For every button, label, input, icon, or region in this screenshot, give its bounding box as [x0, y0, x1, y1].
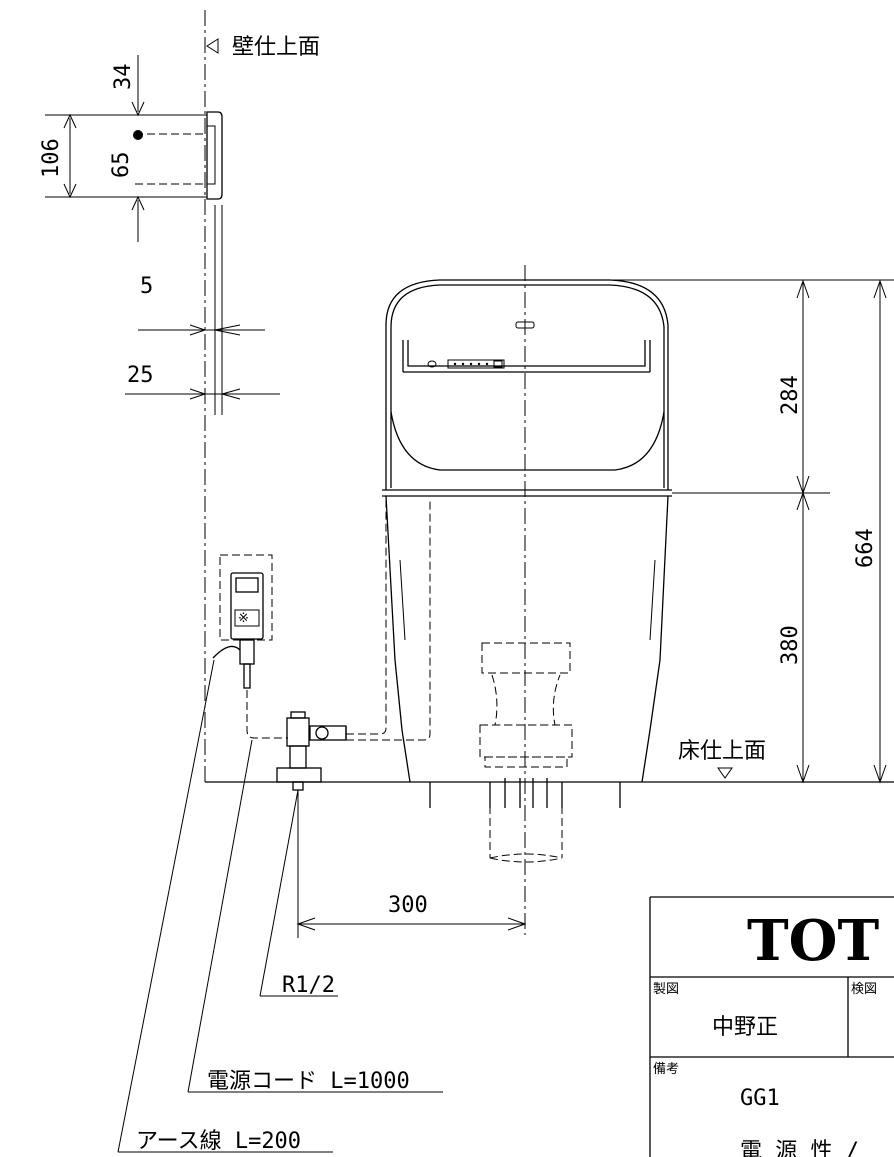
leader-earth-wire: アース線 L=200: [117, 659, 333, 1154]
leader-pipe: R1/2: [259, 789, 338, 998]
dimension-heights: 284 380 664: [540, 279, 894, 784]
wall-finish-label: 壁仕上面: [232, 35, 320, 60]
checked-by-label: 検図: [851, 982, 877, 997]
toilet-tank: [385, 279, 669, 490]
dim-380: 380: [778, 625, 803, 665]
water-valve: [276, 711, 347, 791]
dim-106: 106: [39, 138, 64, 178]
mount-point: [133, 130, 143, 140]
dimension-remote: 34 106 65: [39, 55, 207, 242]
floor-finish-marker: 床仕上面: [678, 739, 766, 779]
wall-finish-marker: 壁仕上面: [206, 35, 320, 60]
remarks-note: 電 源 性 /: [740, 1139, 859, 1157]
power-adapter: ※: [212, 554, 288, 739]
dim-664: 664: [853, 528, 878, 568]
dim-65: 65: [109, 152, 134, 179]
toilet-bowl: [382, 489, 672, 783]
drain-hidden: [479, 642, 573, 863]
logo: TOT: [747, 908, 879, 974]
dimension-offsets: 5 25: [125, 205, 280, 415]
anchor-bolts: [429, 778, 621, 808]
remote-controller: [133, 111, 223, 200]
svg-text:※: ※: [238, 611, 249, 626]
drawn-by-label: 製図: [653, 982, 679, 997]
dimension-300: 300: [296, 790, 527, 938]
dim-34: 34: [111, 64, 136, 91]
power-cord-label: 電源コード L=1000: [207, 1069, 410, 1094]
dim-284: 284: [778, 375, 803, 415]
supply-pipe: [346, 500, 431, 741]
remarks-label: 備考: [653, 1061, 679, 1077]
floor-finish-label: 床仕上面: [678, 739, 766, 764]
leader-power-cord: 電源コード L=1000: [187, 739, 443, 1094]
dim-5: 5: [140, 274, 153, 299]
earth-wire-label: アース線 L=200: [136, 1129, 301, 1154]
drawn-by-name: 中野正: [712, 1015, 778, 1040]
model-code: GG1: [740, 1086, 780, 1111]
title-block: TOT 製図 中野正 検図 備考 GG1 電 源 性 /: [649, 896, 894, 1157]
dim-25: 25: [127, 363, 154, 388]
pipe-label: R1/2: [282, 973, 335, 998]
dim-300: 300: [388, 893, 428, 918]
